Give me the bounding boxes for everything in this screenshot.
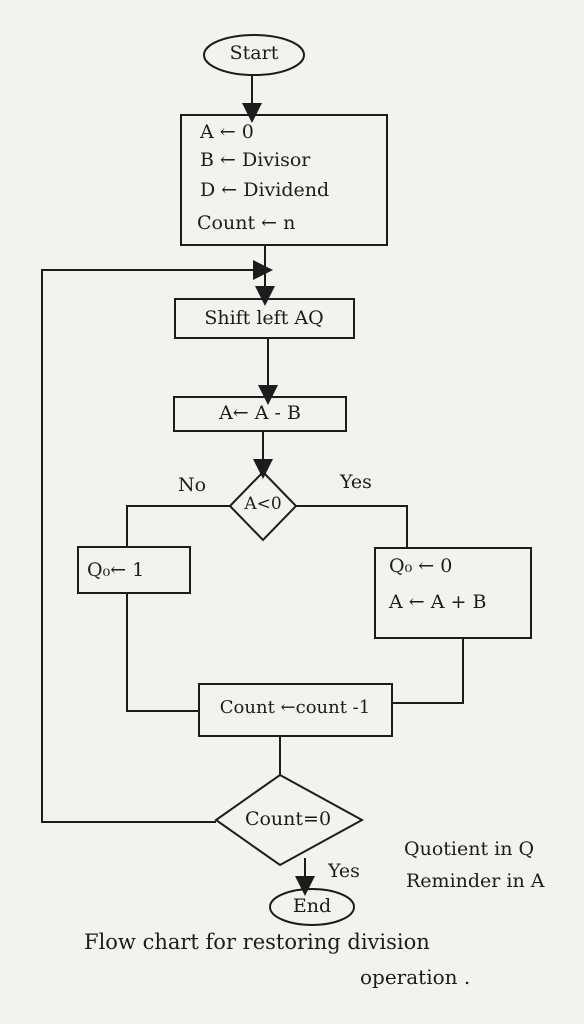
yes-box-line-1: Q₀ ← 0	[389, 555, 453, 577]
end-label: End	[292, 895, 332, 917]
yes-edge-label: Yes	[340, 471, 372, 493]
note-line-1: Quotient in Q	[404, 838, 535, 860]
yes-box-line-2: A ← A + B	[389, 591, 487, 613]
no-branch-box	[77, 546, 191, 594]
init-process-box	[180, 114, 388, 246]
shift-label: Shift left AQ	[204, 307, 324, 329]
yes-branch-box	[374, 547, 532, 639]
loop-back-edge	[41, 260, 273, 823]
start-label: Start	[229, 42, 279, 64]
no-to-decrement-edge	[126, 593, 199, 712]
no-box-label: Q₀← 1	[87, 559, 145, 581]
subtract-label: A← A - B	[219, 402, 301, 424]
decision-diamond	[228, 470, 298, 542]
init-line-1: A ← 0	[200, 121, 254, 143]
no-edge-label: No	[178, 474, 207, 496]
count-check-label: Count=0	[244, 808, 332, 830]
count-yes-label: Yes	[328, 860, 360, 882]
decrement-label: Count ←count -1	[219, 697, 371, 718]
caption-line-1: Flow chart for restoring division	[84, 930, 430, 954]
decision-no-edge	[126, 505, 230, 547]
decision-label: A<0	[244, 494, 282, 514]
init-line-3: D ← Dividend	[200, 179, 330, 201]
init-line-2: B ← Divisor	[200, 149, 311, 171]
start-terminal	[203, 34, 305, 76]
caption-line-2: operation .	[360, 965, 471, 989]
yes-to-decrement-edge	[392, 638, 464, 704]
note-line-2: Reminder in A	[406, 870, 545, 892]
decision-yes-edge	[296, 505, 408, 548]
init-line-4: Count ← n	[197, 212, 296, 234]
count-check-diamond	[214, 773, 365, 867]
